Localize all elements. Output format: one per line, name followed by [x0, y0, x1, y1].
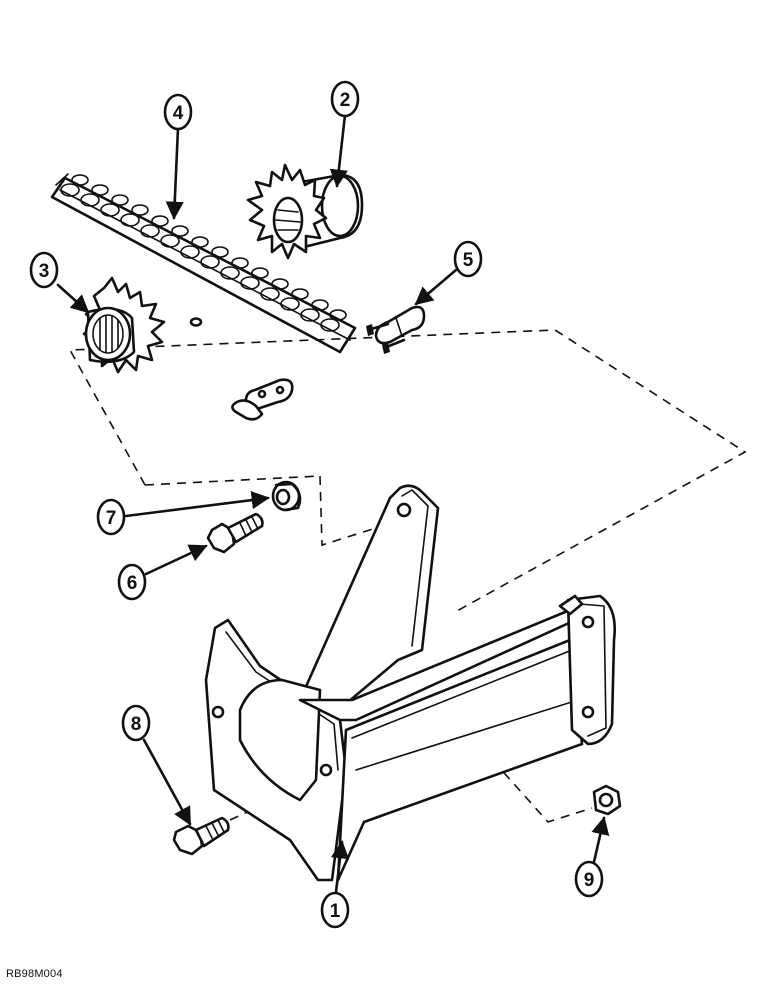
roller-chain [50, 173, 357, 354]
leader-arrows [56, 113, 610, 894]
callout-3: 3 [29, 251, 59, 289]
callout-7-label: 7 [106, 508, 117, 529]
drive-sprocket [246, 163, 364, 260]
callout-3-label: 3 [39, 261, 50, 282]
callout-1: 1 [320, 891, 350, 929]
dashed-assembly-lines [68, 329, 747, 823]
callout-6: 6 [117, 563, 147, 601]
callout-7: 7 [96, 498, 126, 536]
bolt-lower [172, 816, 230, 856]
washer [271, 480, 302, 512]
callout-6-label: 6 [127, 573, 138, 594]
bolt-upper [206, 512, 264, 554]
callout-9-label: 9 [584, 870, 595, 891]
callout-2: 2 [330, 80, 360, 118]
callout-4: 4 [163, 93, 193, 131]
hex-nut [592, 784, 622, 816]
callout-5: 5 [453, 240, 483, 278]
idler-sprocket [82, 276, 203, 374]
callout-4-label: 4 [173, 103, 184, 124]
callout-8-label: 8 [131, 714, 142, 735]
reference-code: RB98M004 [6, 968, 63, 980]
callout-5-label: 5 [463, 250, 474, 271]
callout-1-label: 1 [330, 901, 341, 922]
callout-9: 9 [574, 860, 604, 898]
callout-8: 8 [121, 704, 151, 742]
callout-2-label: 2 [340, 90, 351, 111]
chain-housing-bracket [204, 484, 616, 882]
connecting-link [231, 305, 426, 421]
